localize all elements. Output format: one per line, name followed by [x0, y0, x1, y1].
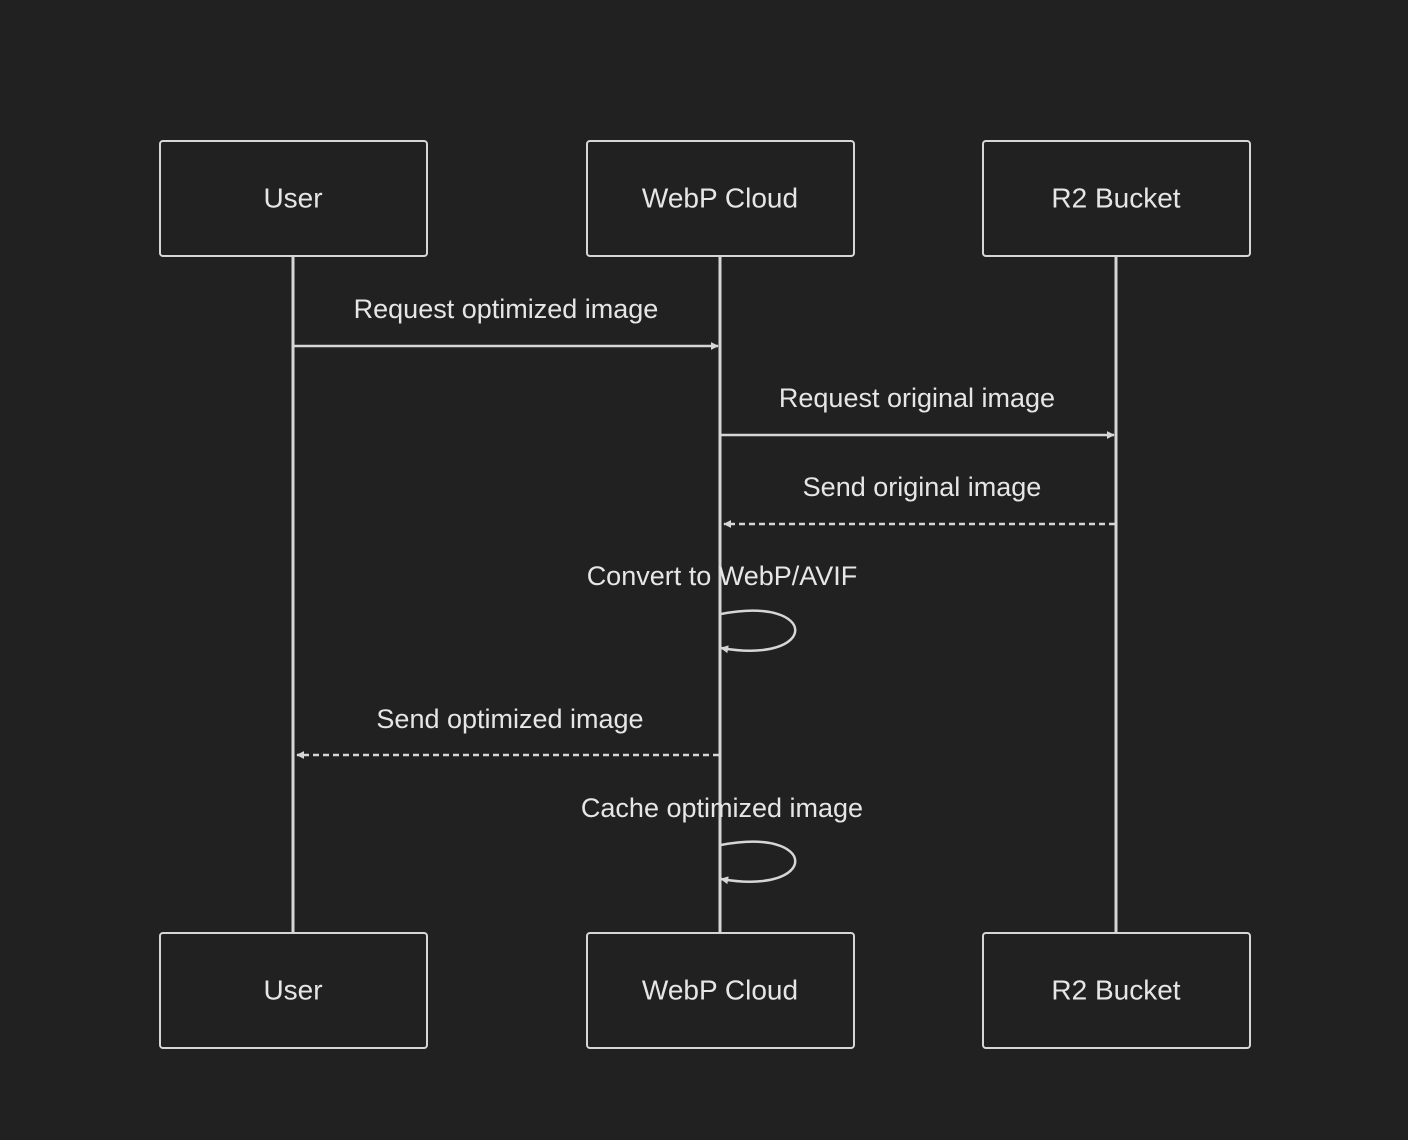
message-label: Send optimized image [376, 704, 643, 734]
message-send-optimized-image: Send optimized image [296, 704, 719, 759]
actor-bottom-user: User [159, 932, 428, 1049]
message-label: Convert to WebP/AVIF [587, 561, 858, 591]
message-convert-to-webp-avif: Convert to WebP/AVIF [587, 561, 858, 654]
message-label: Request optimized image [354, 294, 659, 324]
message-cache-optimized-image: Cache optimized image [581, 793, 863, 885]
actor-bottom-r2-bucket: R2 Bucket [982, 932, 1251, 1049]
message-request-optimized-image: Request optimized image [294, 294, 719, 350]
actor-label: User [263, 182, 322, 213]
actor-top-user: User [159, 140, 428, 257]
actor-label: WebP Cloud [642, 182, 798, 213]
actor-label: R2 Bucket [1051, 974, 1180, 1005]
actor-label: R2 Bucket [1051, 182, 1180, 213]
message-request-original-image: Request original image [721, 383, 1115, 439]
message-label: Send original image [803, 472, 1042, 502]
message-send-original-image: Send original image [723, 472, 1115, 528]
message-label: Request original image [779, 383, 1055, 413]
actor-bottom-webp-cloud: WebP Cloud [586, 932, 855, 1049]
self-loop-arrow [720, 840, 797, 885]
actor-top-r2-bucket: R2 Bucket [982, 140, 1251, 257]
actor-label: WebP Cloud [642, 974, 798, 1005]
actor-top-webp-cloud: WebP Cloud [586, 140, 855, 257]
self-loop-arrow [720, 609, 797, 654]
actor-label: User [263, 974, 322, 1005]
message-label: Cache optimized image [581, 793, 863, 823]
